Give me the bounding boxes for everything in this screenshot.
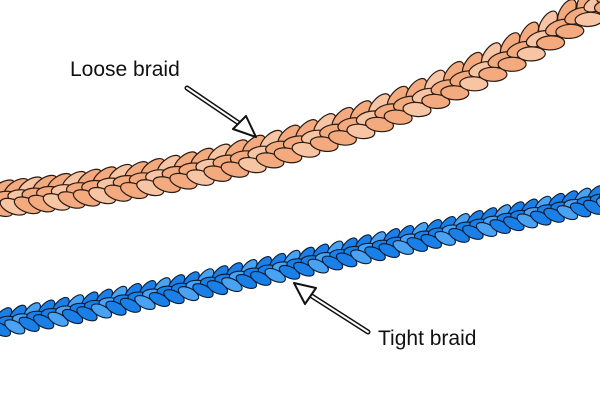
- loose-braid-arrow: [184, 85, 257, 138]
- braid-strand: [536, 35, 566, 51]
- braid-strand: [478, 66, 508, 82]
- braid-strand: [556, 205, 579, 221]
- braid-strand: [18, 316, 40, 332]
- braid-strand: [593, 0, 600, 15]
- tight-braid-rope: [0, 185, 600, 337]
- braid-strand: [406, 237, 429, 252]
- loose-braid-label: Loose braid: [70, 58, 180, 81]
- braid-strand: [462, 224, 484, 240]
- braid-strand: [596, 197, 600, 213]
- tight-braid-label: Tight braid: [378, 327, 476, 350]
- braid-strand: [383, 109, 413, 125]
- braid-strand: [440, 85, 470, 101]
- braid-strand: [459, 76, 489, 92]
- tight-braid-arrow: [293, 282, 371, 335]
- braid-strand: [475, 222, 498, 237]
- braid-strand: [293, 261, 315, 277]
- braid-strand: [583, 199, 600, 215]
- braid-strand: [0, 321, 12, 337]
- braid-strand: [489, 219, 511, 235]
- braid-strand: [364, 246, 386, 262]
- braid-strand: [555, 23, 585, 40]
- braid-strand: [61, 308, 84, 325]
- braid-strand: [350, 249, 372, 265]
- braid-strand: [596, 0, 600, 5]
- braid-strand: [335, 252, 358, 268]
- braid-strand: [4, 319, 26, 335]
- braid-strand: [402, 101, 432, 118]
- braid-strand: [434, 230, 456, 246]
- braid-strand: [543, 207, 565, 223]
- braid-strand: [235, 274, 258, 289]
- braid-strand: [76, 306, 98, 322]
- braid-strand: [105, 300, 127, 316]
- braid-strand: [47, 311, 69, 327]
- braid-strand: [148, 291, 171, 308]
- braid-strand: [516, 46, 546, 62]
- braid-strand: [119, 297, 142, 313]
- braid-strand: [448, 227, 470, 243]
- braid-strand: [307, 258, 329, 274]
- braid-strand: [192, 283, 214, 299]
- braid-strand: [569, 202, 592, 218]
- braid-strand: [177, 286, 200, 302]
- braid-strand: [516, 213, 539, 229]
- braid-strand: [421, 93, 451, 110]
- braid-strand: [33, 314, 55, 330]
- braid-strand: [206, 280, 229, 296]
- loose-braid-rope: [0, 0, 600, 218]
- braid-strand: [134, 294, 156, 311]
- braid-strand: [392, 240, 415, 255]
- braid-strand: [574, 11, 600, 28]
- braid-strand: [278, 264, 301, 280]
- braid-strand: [503, 216, 525, 232]
- braid-strand: [264, 267, 286, 283]
- braid-strand: [364, 116, 395, 133]
- braid-strand: [321, 255, 344, 271]
- braid-strand: [250, 270, 272, 286]
- braid-strand: [378, 243, 400, 259]
- braid-strand: [420, 233, 443, 249]
- braid-strand: [497, 56, 527, 72]
- braid-strand: [530, 210, 552, 226]
- braid-strand: [221, 277, 243, 293]
- braid-strand: [90, 303, 113, 319]
- braid-strand: [163, 289, 185, 305]
